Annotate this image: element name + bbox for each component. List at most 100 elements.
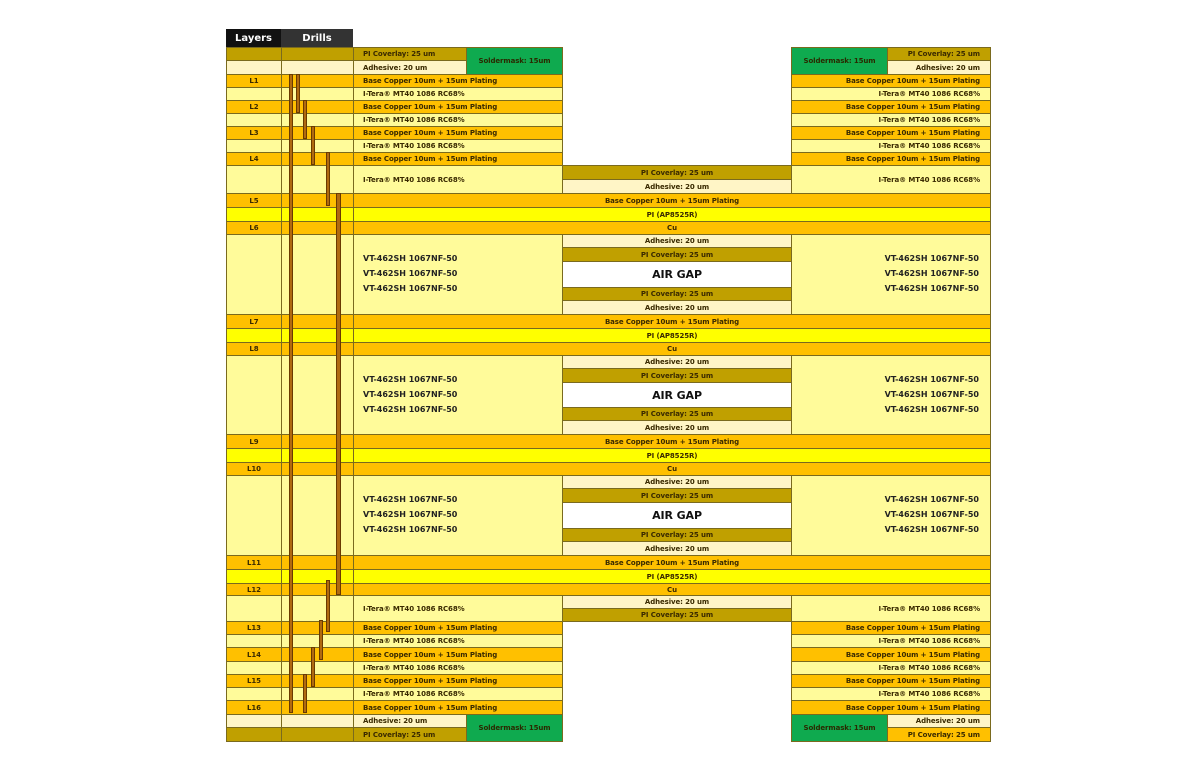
- drill-column-cell: [281, 714, 354, 728]
- drills-header: Drills: [281, 29, 353, 47]
- prepreg-left: I-Tera® MT40 1086 RC68%: [353, 87, 563, 101]
- drill-l13-l14: [319, 620, 323, 660]
- pi-coverlay-bottom-right: PI Coverlay: 25 um: [887, 727, 991, 742]
- adhesive-mid: Adhesive: 20 um: [562, 234, 792, 248]
- layers-header-label: Layers: [235, 32, 272, 44]
- pi-core-full: PI (AP8525R): [353, 448, 991, 463]
- drill-l4-l5: [326, 152, 330, 206]
- adhesive-mid: Adhesive: 20 um: [562, 541, 792, 556]
- layer-label-l13: L13: [226, 621, 282, 635]
- copper-layer-right: Base Copper 10um + 15um Plating: [791, 674, 991, 688]
- layer-label-l14: L14: [226, 647, 282, 662]
- copper-layer-left: Base Copper 10um + 15um Plating: [353, 674, 563, 688]
- copper-layer-left: Base Copper 10um + 15um Plating: [353, 700, 563, 715]
- soldermask-bottom-right: Soldermask: 15um: [791, 714, 888, 742]
- prepreg-left: I-Tera® MT40 1086 RC68%: [353, 165, 563, 194]
- bondply-left: [353, 475, 563, 556]
- drill-l5-l12: [336, 193, 341, 595]
- bondply-left: [353, 355, 563, 435]
- layer-label-cell: [226, 234, 282, 315]
- pi-coverlay-mid: PI Coverlay: 25 um: [562, 368, 792, 383]
- pi-coverlay-mid: PI Coverlay: 25 um: [562, 247, 792, 262]
- soldermask-top-right: Soldermask: 15um: [791, 47, 888, 75]
- layer-label-cell: [226, 87, 282, 101]
- layer-label-cell: [226, 139, 282, 153]
- copper-layer-full: Base Copper 10um + 15um Plating: [353, 314, 991, 329]
- prepreg-left: I-Tera® MT40 1086 RC68%: [353, 595, 563, 622]
- drill-column-cell: [281, 727, 354, 742]
- layer-label-cell: [226, 47, 282, 61]
- layer-label-cell: [226, 113, 282, 127]
- layer-label-l3: L3: [226, 126, 282, 140]
- pi-core-full: PI (AP8525R): [353, 328, 991, 343]
- layer-label-cell: [226, 687, 282, 701]
- copper-layer-left: Base Copper 10um + 15um Plating: [353, 126, 563, 140]
- layer-label-cell: [226, 207, 282, 222]
- layer-label-cell: [226, 448, 282, 463]
- layer-label-l11: L11: [226, 555, 282, 570]
- adhesive-top-right: Adhesive: 20 um: [887, 60, 991, 75]
- layer-label-l16: L16: [226, 700, 282, 715]
- cu-layer-full: Cu: [353, 462, 991, 476]
- copper-layer-right: Base Copper 10um + 15um Plating: [791, 74, 991, 88]
- copper-layer-full: Base Copper 10um + 15um Plating: [353, 193, 991, 208]
- drill-column-cell: [281, 595, 354, 622]
- layer-label-cell: [226, 661, 282, 675]
- prepreg-right: I-Tera® MT40 1086 RC68%: [791, 634, 991, 648]
- pi-coverlay-mid: PI Coverlay: 25 um: [562, 608, 792, 622]
- drill-column-cell: [281, 60, 354, 75]
- pi-coverlay-mid: PI Coverlay: 25 um: [562, 528, 792, 542]
- air-gap: AIR GAP: [562, 502, 792, 529]
- layer-label-l5: L5: [226, 193, 282, 208]
- prepreg-left: I-Tera® MT40 1086 RC68%: [353, 634, 563, 648]
- drill-l1-l2: [296, 74, 300, 113]
- pi-core-full: PI (AP8525R): [353, 569, 991, 584]
- adhesive-top-left: Adhesive: 20 um: [353, 60, 467, 75]
- drill-l12-l13: [326, 580, 330, 632]
- prepreg-right: I-Tera® MT40 1086 RC68%: [791, 165, 991, 194]
- copper-layer-right: Base Copper 10um + 15um Plating: [791, 152, 991, 166]
- pi-coverlay-top-right: PI Coverlay: 25 um: [887, 47, 991, 61]
- adhesive-mid: Adhesive: 20 um: [562, 355, 792, 369]
- bondply-right: [791, 475, 991, 556]
- copper-layer-right: Base Copper 10um + 15um Plating: [791, 647, 991, 662]
- drill-column-cell: [281, 47, 354, 61]
- layer-label-cell: [226, 634, 282, 648]
- pi-coverlay-mid: PI Coverlay: 25 um: [562, 287, 792, 301]
- adhesive-mid: Adhesive: 20 um: [562, 420, 792, 435]
- copper-layer-left: Base Copper 10um + 15um Plating: [353, 152, 563, 166]
- copper-layer-left: Base Copper 10um + 15um Plating: [353, 74, 563, 88]
- prepreg-right: I-Tera® MT40 1086 RC68%: [791, 687, 991, 701]
- prepreg-left: I-Tera® MT40 1086 RC68%: [353, 113, 563, 127]
- drill-l14-l15: [311, 647, 315, 687]
- layer-label-cell: [226, 595, 282, 622]
- prepreg-right: I-Tera® MT40 1086 RC68%: [791, 113, 991, 127]
- layer-label-cell: [226, 714, 282, 728]
- air-gap: AIR GAP: [562, 382, 792, 408]
- layer-label-cell: [226, 328, 282, 343]
- adhesive-mid: Adhesive: 20 um: [562, 595, 792, 609]
- prepreg-right: I-Tera® MT40 1086 RC68%: [791, 139, 991, 153]
- soldermask-top-left: Soldermask: 15um: [466, 47, 563, 75]
- cu-layer-full: Cu: [353, 221, 991, 235]
- copper-layer-full: Base Copper 10um + 15um Plating: [353, 434, 991, 449]
- adhesive-bottom-left: Adhesive: 20 um: [353, 714, 467, 728]
- layer-label-cell: [226, 165, 282, 194]
- adhesive-bottom-right: Adhesive: 20 um: [887, 714, 991, 728]
- adhesive-mid: Adhesive: 20 um: [562, 179, 792, 194]
- adhesive-mid: Adhesive: 20 um: [562, 300, 792, 315]
- drills-header-label: Drills: [302, 32, 332, 44]
- layer-label-l15: L15: [226, 674, 282, 688]
- copper-layer-left: Base Copper 10um + 15um Plating: [353, 100, 563, 114]
- copper-layer-left: Base Copper 10um + 15um Plating: [353, 647, 563, 662]
- pi-coverlay-bottom-left: PI Coverlay: 25 um: [353, 727, 467, 742]
- adhesive-mid: Adhesive: 20 um: [562, 475, 792, 489]
- pi-core-full: PI (AP8525R): [353, 207, 991, 222]
- layers-header: Layers: [226, 29, 281, 47]
- drill-l2-l3: [303, 100, 307, 139]
- copper-layer-right: Base Copper 10um + 15um Plating: [791, 700, 991, 715]
